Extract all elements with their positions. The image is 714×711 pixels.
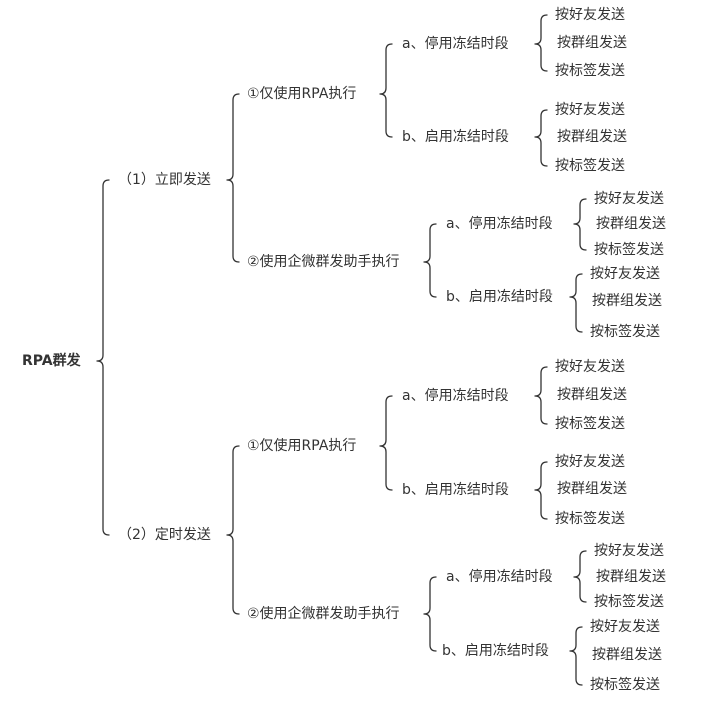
freeze-brace-1-1-2 [534,109,548,167]
send-mode-leaf: 按标签发送 [590,677,660,693]
branch-brace-1 [226,93,240,263]
send-mode-leaf: 按好友发送 [555,7,625,23]
send-mode-leaf: 按群组发送 [557,481,627,497]
method-node-1-1: ①仅使用RPA执行 [247,86,357,102]
send-mode-leaf: 按群组发送 [596,569,666,585]
send-mode-leaf: 按好友发送 [555,359,625,375]
branch-node-1: （1）立即发送 [118,172,211,188]
method-node-2-2: ②使用企微群发助手执行 [247,606,400,622]
send-mode-leaf: 按标签发送 [555,511,625,527]
freeze-brace-1-2-1 [573,198,587,251]
freeze-node-1-2-2: b、启用冻结时段 [446,289,553,305]
send-mode-leaf: 按好友发送 [594,191,664,207]
send-mode-leaf: 按标签发送 [555,416,625,432]
freeze-brace-2-2-1 [573,550,587,603]
send-mode-leaf: 按好友发送 [594,543,664,559]
method-brace-2-2 [423,576,437,652]
freeze-brace-2-1-2 [534,461,548,520]
root-node: RPA群发 [22,353,81,369]
freeze-node-2-2-1: a、停用冻结时段 [446,569,553,585]
freeze-brace-1-1-1 [534,14,548,72]
freeze-node-2-2-2: b、启用冻结时段 [442,643,549,659]
send-mode-leaf: 按标签发送 [555,158,625,174]
freeze-brace-2-2-2 [569,626,583,686]
freeze-node-1-1-2: b、启用冻结时段 [402,129,509,145]
send-mode-leaf: 按群组发送 [557,35,627,51]
send-mode-leaf: 按群组发送 [557,387,627,403]
send-mode-leaf: 按群组发送 [557,129,627,145]
send-mode-leaf: 按群组发送 [592,293,662,309]
freeze-node-1-2-1: a、停用冻结时段 [446,216,553,232]
send-mode-leaf: 按好友发送 [555,454,625,470]
freeze-node-1-1-1: a、停用冻结时段 [402,36,509,52]
method-brace-2-1 [379,395,393,491]
freeze-brace-2-1-1 [534,366,548,425]
branch-node-2: （2）定时发送 [118,527,211,543]
send-mode-leaf: 按好友发送 [590,266,660,282]
freeze-node-2-1-1: a、停用冻结时段 [402,388,509,404]
send-mode-leaf: 按群组发送 [596,216,666,232]
send-mode-leaf: 按好友发送 [555,102,625,118]
branch-brace-2 [226,445,240,615]
method-node-1-2: ②使用企微群发助手执行 [247,254,400,270]
freeze-brace-1-2-2 [569,273,583,333]
send-mode-leaf: 按标签发送 [594,242,664,258]
send-mode-leaf: 按标签发送 [555,63,625,79]
method-brace-1-2 [423,223,437,298]
send-mode-leaf: 按标签发送 [590,324,660,340]
send-mode-leaf: 按好友发送 [590,619,660,635]
root-brace [96,179,110,536]
method-node-2-1: ①仅使用RPA执行 [247,438,357,454]
send-mode-leaf: 按标签发送 [594,594,664,610]
method-brace-1-1 [379,43,393,138]
freeze-node-2-1-2: b、启用冻结时段 [402,482,509,498]
send-mode-leaf: 按群组发送 [592,647,662,663]
